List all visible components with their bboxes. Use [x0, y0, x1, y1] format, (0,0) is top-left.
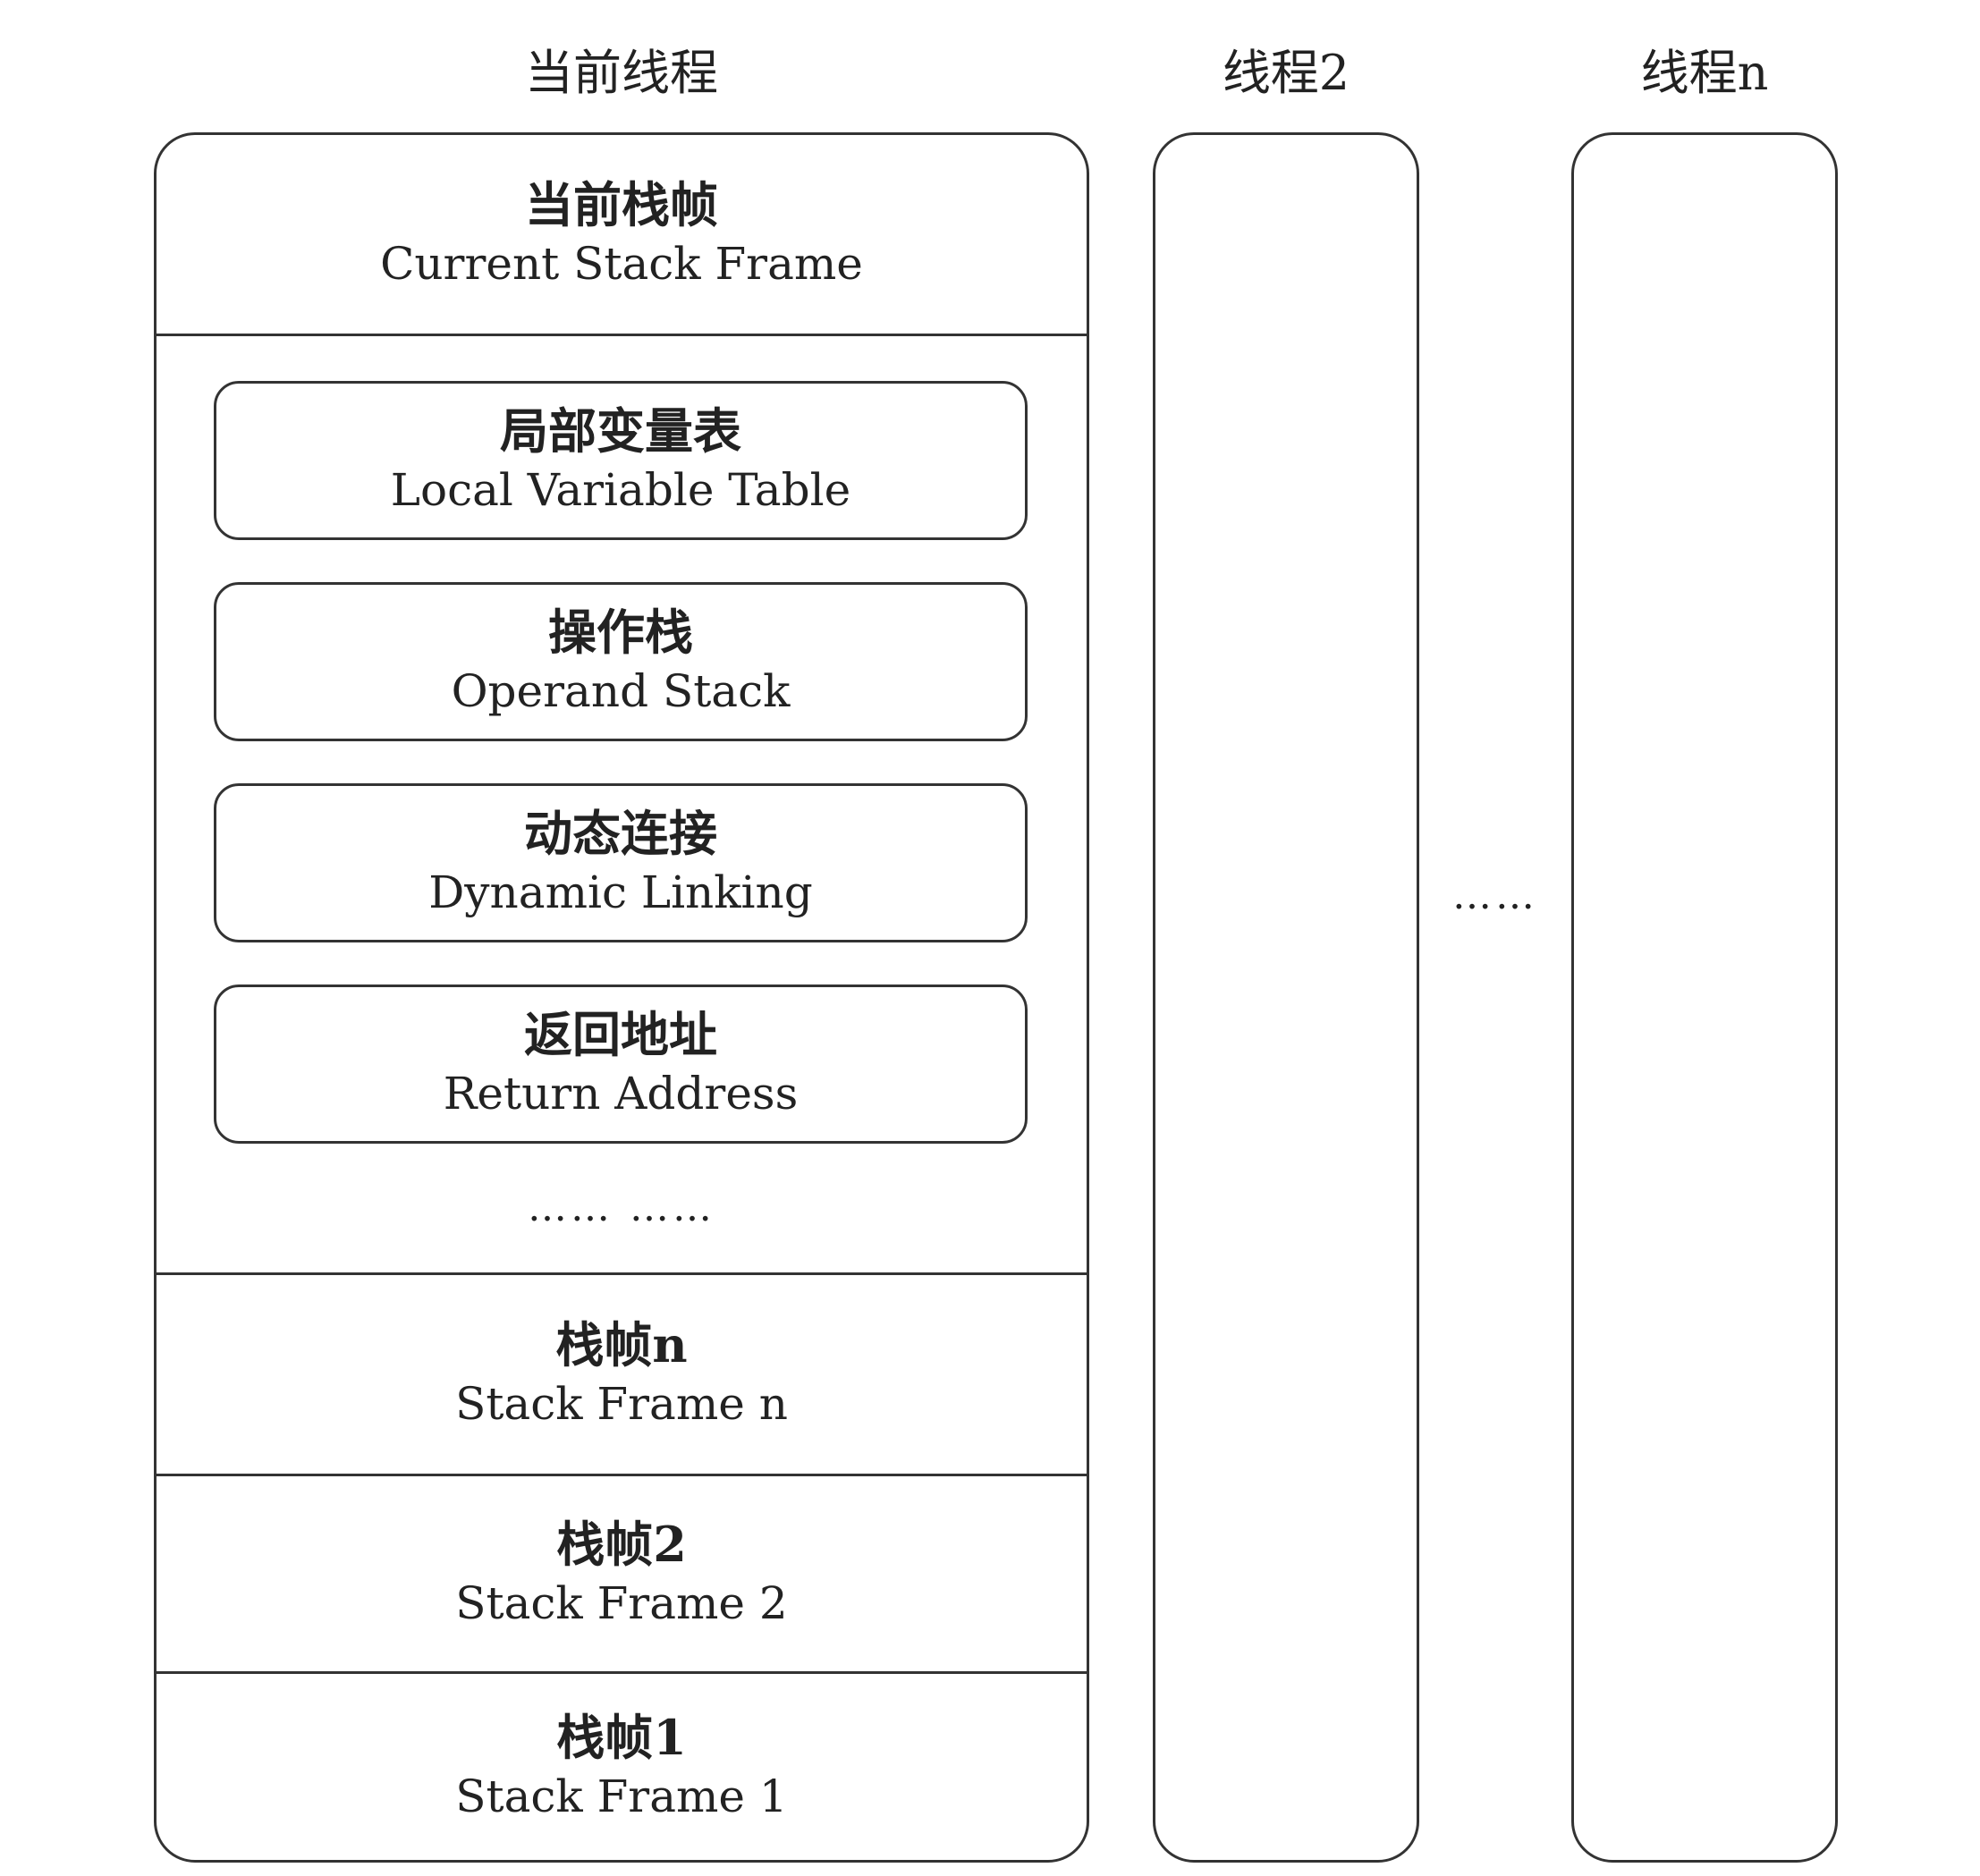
stack-frame-2-zh: 栈帧2 [556, 1516, 687, 1573]
stack-frame-1-zh: 栈帧1 [556, 1709, 687, 1766]
divider-frame-2 [157, 1474, 1087, 1476]
operand-stack-zh: 操作栈 [548, 604, 693, 661]
stack-frame-1: 栈帧1 Stack Frame 1 [157, 1674, 1087, 1860]
current-stack-frame-header: 当前栈帧 Current Stack Frame [157, 135, 1087, 334]
thread-2-title: 线程2 [1222, 45, 1350, 101]
return-address-zh: 返回地址 [524, 1006, 717, 1063]
current-stack-frame-en: Current Stack Frame [380, 238, 863, 290]
stack-frame-2-en: Stack Frame 2 [455, 1577, 788, 1629]
local-variable-table-en: Local Variable Table [390, 464, 851, 516]
current-stack-frame-zh: 当前栈帧 [525, 176, 718, 233]
more-threads-ellipsis: …… [1452, 873, 1538, 918]
thread-n-stack [1571, 132, 1838, 1863]
stack-frame-n-en: Stack Frame n [455, 1378, 788, 1430]
dynamic-linking-en: Dynamic Linking [428, 866, 813, 918]
current-thread-stack: 当前栈帧 Current Stack Frame 局部变量表 Local Var… [154, 132, 1089, 1863]
local-variable-table-box: 局部变量表 Local Variable Table [214, 381, 1028, 540]
divider-frame-1 [157, 1671, 1087, 1674]
operand-stack-box: 操作栈 Operand Stack [214, 582, 1028, 741]
divider-current-frame [157, 334, 1087, 336]
stack-frame-n: 栈帧n Stack Frame n [157, 1275, 1087, 1474]
operand-stack-en: Operand Stack [451, 665, 791, 717]
thread-n-title: 线程n [1640, 45, 1769, 101]
divider-frame-n [157, 1272, 1087, 1275]
stack-frame-2: 栈帧2 Stack Frame 2 [157, 1476, 1087, 1671]
stack-frame-1-en: Stack Frame 1 [455, 1770, 788, 1822]
stack-frame-n-zh: 栈帧n [555, 1316, 688, 1373]
return-address-en: Return Address [443, 1068, 799, 1120]
return-address-box: 返回地址 Return Address [214, 984, 1028, 1144]
frame-parts-ellipsis: …… …… [528, 1185, 715, 1230]
dynamic-linking-box: 动态连接 Dynamic Linking [214, 783, 1028, 942]
local-variable-table-zh: 局部变量表 [500, 402, 741, 460]
current-thread-title: 当前线程 [525, 45, 718, 101]
thread-2-stack [1153, 132, 1419, 1863]
dynamic-linking-zh: 动态连接 [524, 805, 717, 862]
